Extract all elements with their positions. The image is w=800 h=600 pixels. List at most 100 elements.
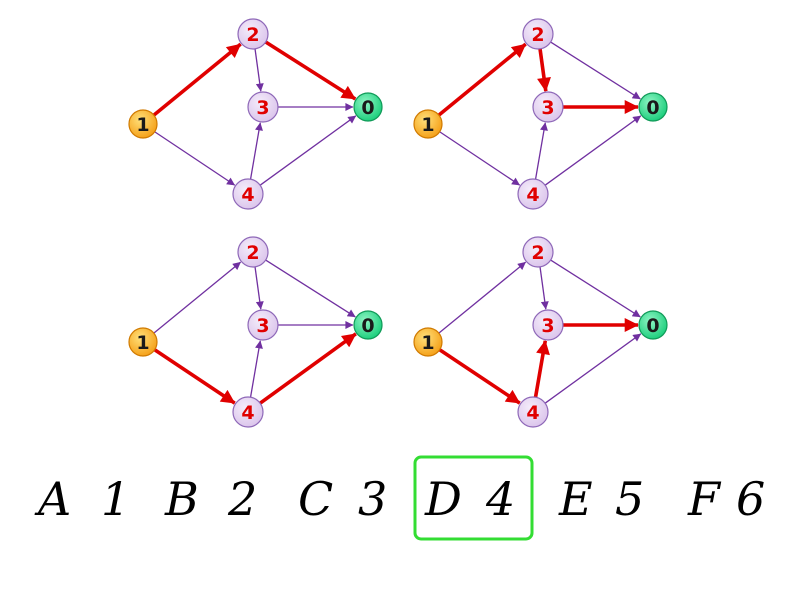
- node-4-label: 4: [241, 184, 254, 206]
- node-0-label: 0: [646, 315, 659, 337]
- node-0-circle: [638, 92, 668, 122]
- graph-panel-3: 1 2 3 4 0: [128, 236, 383, 428]
- node-1-label: 1: [421, 332, 434, 354]
- edge-4-to-3: [249, 340, 263, 398]
- node-2-circle: [522, 18, 554, 50]
- option-b-number: 2: [227, 472, 257, 526]
- edge-2-to-3: [539, 266, 549, 310]
- node-0-label: 0: [361, 97, 374, 119]
- selected-answer-box: [413, 455, 534, 541]
- edge-1-to-2: [153, 261, 242, 334]
- node-2: 2: [522, 236, 554, 268]
- node-4-circle: [517, 396, 549, 428]
- node-2-label: 2: [531, 242, 544, 264]
- edge-4-to-3: [534, 122, 548, 180]
- node-3-label: 3: [541, 315, 554, 337]
- node-4-label: 4: [241, 402, 254, 424]
- node-0: 0: [638, 310, 668, 340]
- edge-4-to-3-highlighted: [533, 340, 550, 398]
- node-2: 2: [237, 18, 269, 50]
- edge-4-to-0: [544, 115, 642, 186]
- option-e-letter: E: [558, 472, 593, 526]
- node-0-label: 0: [646, 97, 659, 119]
- edge-2-to-0: [550, 41, 641, 100]
- node-3-circle: [532, 309, 564, 341]
- node-0-circle: [353, 310, 383, 340]
- edge-4-to-0: [259, 115, 357, 186]
- graph-panel-1: 1 2 3 4 0: [128, 18, 383, 210]
- edge-4-to-3: [249, 122, 263, 180]
- node-3: 3: [247, 91, 279, 123]
- node-4-circle: [517, 178, 549, 210]
- edge-1-to-4: [154, 131, 236, 186]
- node-3: 3: [532, 309, 564, 341]
- node-4: 4: [232, 396, 264, 428]
- node-3-circle: [247, 91, 279, 123]
- node-3-label: 3: [256, 315, 269, 337]
- option-f-number: 6: [736, 472, 765, 526]
- edge-2-to-3: [254, 48, 264, 92]
- option-b-letter: B: [164, 472, 199, 526]
- node-1-label: 1: [136, 332, 149, 354]
- edge-2-to-0: [550, 259, 641, 318]
- option-c-letter: C: [298, 472, 333, 526]
- node-2-circle: [237, 18, 269, 50]
- node-2: 2: [522, 18, 554, 50]
- node-2-label: 2: [246, 24, 259, 46]
- option-c-number: 3: [358, 472, 387, 526]
- edge-4-to-0-highlighted: [259, 332, 357, 405]
- node-1: 1: [128, 109, 158, 139]
- node-2-label: 2: [531, 24, 544, 46]
- node-0-label: 0: [361, 315, 374, 337]
- option-e-number: 5: [615, 472, 644, 526]
- node-1: 1: [413, 327, 443, 357]
- node-1-label: 1: [421, 114, 434, 136]
- node-4-label: 4: [526, 184, 539, 206]
- edge-2-to-0: [265, 259, 356, 318]
- node-3-label: 3: [256, 97, 269, 119]
- edge-1-to-2: [438, 261, 527, 334]
- edge-1-to-2-highlighted: [437, 42, 527, 117]
- node-2-circle: [237, 236, 269, 268]
- graph-panel-2: 1 2 3 4 0: [413, 18, 668, 210]
- node-2: 2: [237, 236, 269, 268]
- node-1-label: 1: [136, 114, 149, 136]
- node-1-circle: [128, 327, 158, 357]
- node-0: 0: [353, 92, 383, 122]
- edge-1-to-4-highlighted: [153, 348, 236, 405]
- option-a-number: 1: [101, 472, 130, 526]
- option-a-letter: A: [34, 472, 71, 526]
- node-0-circle: [353, 92, 383, 122]
- option-f-letter: F: [687, 472, 722, 526]
- edge-2-to-0-highlighted: [264, 40, 357, 101]
- node-3: 3: [247, 309, 279, 341]
- option-d-number: 4: [485, 472, 515, 526]
- node-0: 0: [638, 92, 668, 122]
- graph-panel-4: 1 2 3 4 0: [413, 236, 668, 428]
- node-1-circle: [413, 327, 443, 357]
- edge-1-to-4-highlighted: [438, 348, 521, 405]
- node-1-circle: [413, 109, 443, 139]
- node-4: 4: [232, 178, 264, 210]
- option-d-letter: D: [424, 472, 462, 526]
- node-4-circle: [232, 396, 264, 428]
- node-2-circle: [522, 236, 554, 268]
- edge-1-to-4: [439, 131, 521, 186]
- node-0-circle: [638, 310, 668, 340]
- node-1: 1: [128, 327, 158, 357]
- node-4: 4: [517, 178, 549, 210]
- edge-2-to-3: [254, 266, 264, 310]
- node-4-label: 4: [526, 402, 539, 424]
- node-1: 1: [413, 109, 443, 139]
- node-3-label: 3: [541, 97, 554, 119]
- node-1-circle: [128, 109, 158, 139]
- node-3: 3: [532, 91, 564, 123]
